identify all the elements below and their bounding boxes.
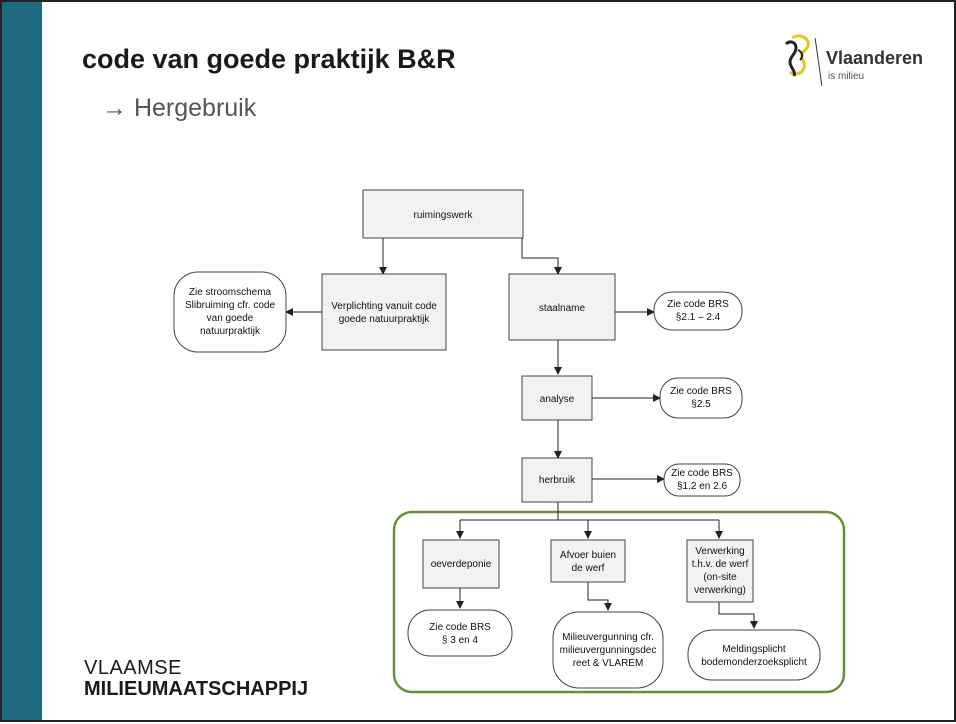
- svg-text:milieuvergunningsdec: milieuvergunningsdec: [560, 645, 657, 656]
- node-milieuvergunning: Milieuvergunning cfr. milieuvergunningsd…: [552, 611, 664, 689]
- svg-text:t.h.v. de werf: t.h.v. de werf: [692, 559, 749, 570]
- svg-text:analyse: analyse: [540, 394, 575, 405]
- node-brs-12: Zie code BRS §1.2 en 2.6: [663, 463, 741, 497]
- svg-text:Verplichting vanuit code: Verplichting vanuit code: [331, 301, 437, 312]
- svg-text:staalname: staalname: [539, 303, 586, 314]
- svg-text:Slibruiming cfr. code: Slibruiming cfr. code: [185, 300, 275, 311]
- node-brs-21: Zie code BRS §2.1 – 2.4: [653, 291, 743, 331]
- svg-text:Zie stroomschema: Zie stroomschema: [189, 287, 272, 298]
- edge-afvoer-milieuvergunning: [587, 582, 612, 611]
- node-ruimingswerk: ruimingswerk: [362, 189, 524, 239]
- svg-text:Zie code BRS: Zie code BRS: [671, 468, 733, 479]
- svg-text:verwerking): verwerking): [694, 585, 746, 596]
- vmm-logo-line1: VLAAMSE: [84, 657, 182, 679]
- svg-text:ruimingswerk: ruimingswerk: [414, 210, 474, 221]
- node-verplichting: Verplichting vanuit code goede natuurpra…: [321, 273, 447, 351]
- node-verwerking: Verwerking t.h.v. de werf (on-site verwe…: [686, 539, 754, 603]
- connectors: [285, 238, 758, 629]
- svg-text:Afvoer buien: Afvoer buien: [560, 550, 616, 561]
- options-group: [392, 510, 846, 694]
- svg-text:Zie code BRS: Zie code BRS: [429, 622, 491, 633]
- edge-ruimingswerk-staalname: [521, 238, 562, 275]
- svg-text:Meldingsplicht: Meldingsplicht: [722, 644, 786, 655]
- svg-text:§2.1 – 2.4: §2.1 – 2.4: [676, 312, 721, 323]
- svg-text:Verwerking: Verwerking: [695, 546, 744, 557]
- svg-text:oeverdeponie: oeverdeponie: [431, 559, 492, 570]
- svg-text:Zie code BRS: Zie code BRS: [670, 386, 732, 397]
- svg-text:bodemonderzoeksplicht: bodemonderzoeksplicht: [701, 657, 807, 668]
- node-brs-3: Zie code BRS § 3 en 4: [407, 609, 513, 657]
- svg-text:natuurpraktijk: natuurpraktijk: [200, 326, 261, 337]
- node-brs-25: Zie code BRS §2.5: [659, 377, 743, 419]
- svg-text:Milieuvergunning cfr.: Milieuvergunning cfr.: [562, 632, 654, 643]
- node-staalname: staalname: [508, 273, 616, 341]
- vmm-logo: VLAAMSE MILIEUMAATSCHAPPIJ: [84, 658, 308, 700]
- logo-tagline: is milieu: [828, 71, 865, 82]
- side-bar: [2, 2, 42, 720]
- svg-text:van goede: van goede: [207, 313, 254, 324]
- svg-text:§ 3 en 4: § 3 en 4: [442, 635, 479, 646]
- node-herbruik: herbruik: [521, 457, 593, 503]
- edge-herbruik-options: [460, 502, 719, 521]
- svg-text:(on-site: (on-site: [703, 572, 737, 583]
- lion-icon: [784, 34, 810, 77]
- node-afvoer: Afvoer buien de werf: [550, 539, 626, 583]
- edge-verwerking-meldingsplicht: [718, 602, 758, 629]
- node-analyse: analyse: [521, 375, 593, 421]
- svg-text:Zie code BRS: Zie code BRS: [667, 299, 729, 310]
- svg-text:reet & VLAREM: reet & VLAREM: [573, 658, 644, 669]
- slide-subtitle: → Hergebruik: [102, 94, 257, 122]
- svg-text:§2.5: §2.5: [691, 399, 711, 410]
- node-meldingsplicht: Meldingsplicht bodemonderzoeksplicht: [687, 629, 821, 681]
- svg-text:de werf: de werf: [572, 563, 605, 574]
- vlaanderen-logo: Vlaanderen is milieu: [778, 30, 954, 100]
- logo-name: Vlaanderen: [826, 48, 924, 68]
- svg-text:goede natuurpraktijk: goede natuurpraktijk: [339, 314, 431, 325]
- node-oeverdeponie: oeverdeponie: [422, 539, 500, 589]
- svg-text:§1.2 en 2.6: §1.2 en 2.6: [677, 481, 727, 492]
- svg-text:herbruik: herbruik: [539, 475, 576, 486]
- node-stroomschema: Zie stroomschema Slibruiming cfr. code v…: [173, 271, 287, 353]
- slide-title: code van goede praktijk B&R: [82, 44, 456, 74]
- vmm-logo-line2: MILIEUMAATSCHAPPIJ: [84, 678, 309, 700]
